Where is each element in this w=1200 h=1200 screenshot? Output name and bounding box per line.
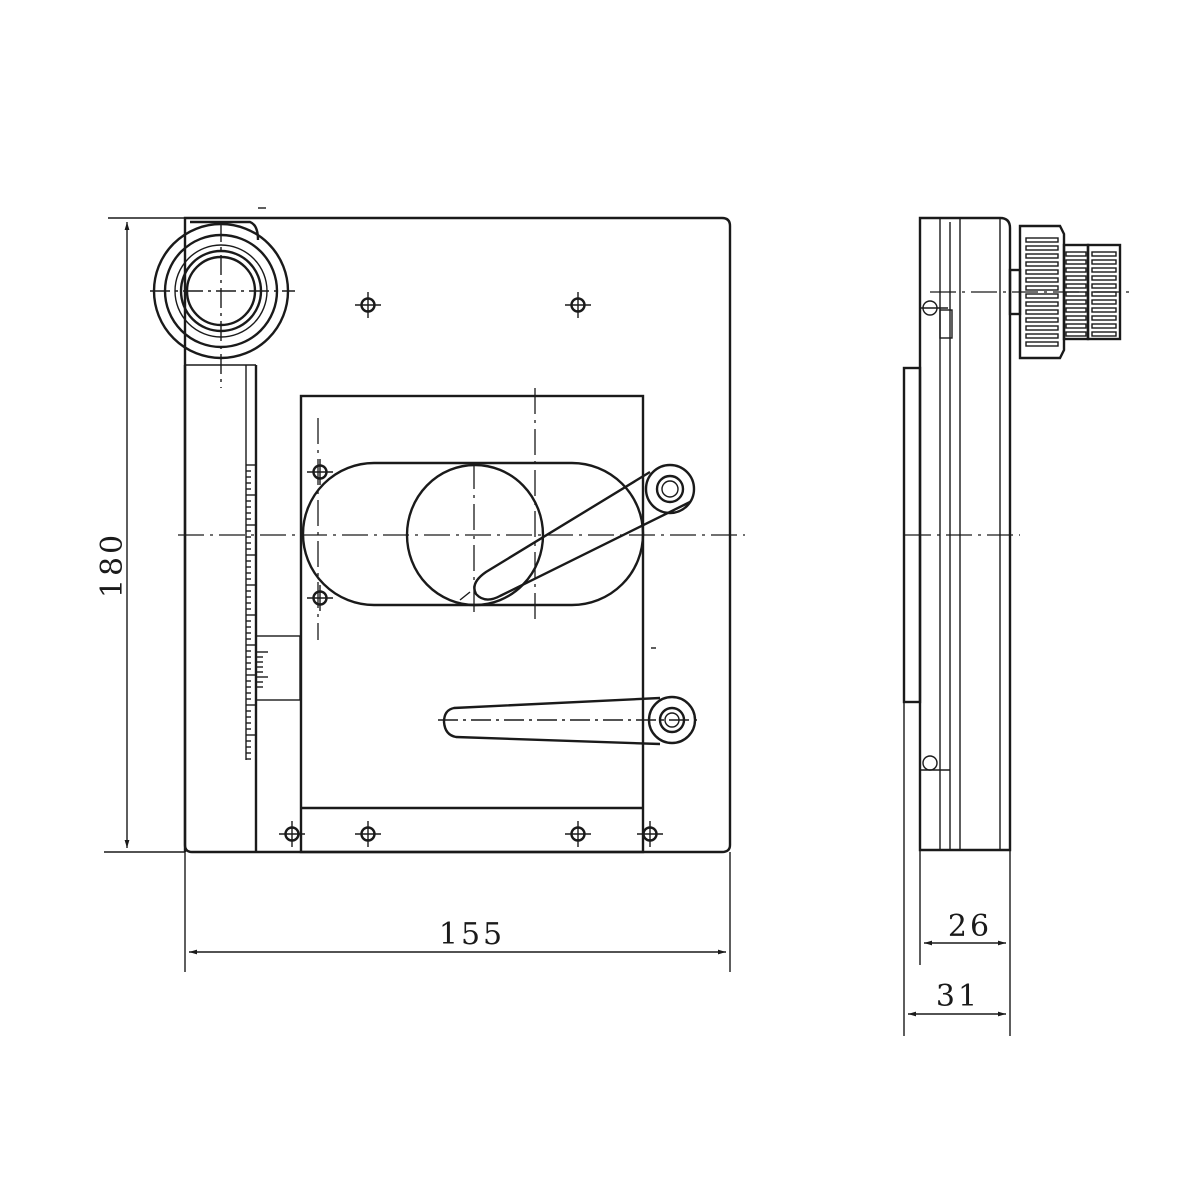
stage-plate [299, 394, 645, 854]
side-body-outline [918, 216, 1012, 852]
side-view [902, 216, 1133, 852]
screw-icon [565, 292, 591, 318]
upper-clip-arm [459, 463, 696, 601]
screw-icon [637, 821, 663, 847]
screw-icon [307, 459, 333, 485]
screw-icon [565, 821, 591, 847]
centre-lines [178, 388, 745, 649]
focus-knob [150, 207, 295, 388]
mounting-screws [279, 292, 663, 847]
screw-icon [355, 292, 381, 318]
side-knob [1008, 224, 1122, 360]
lower-clip-arm [438, 695, 700, 746]
inner-depth-dimension-label: 26 [948, 909, 992, 944]
screw-icon [355, 821, 381, 847]
height-dimension-label: 180 [95, 532, 130, 598]
width-dimension-label: 155 [439, 917, 505, 952]
dimensions: 180 155 26 31 [95, 217, 1011, 1036]
screw-icon [279, 821, 305, 847]
left-rail [183, 364, 258, 852]
front-view [150, 207, 745, 854]
screw-icon [307, 585, 333, 611]
vernier-slider [255, 635, 301, 701]
outer-depth-dimension-label: 31 [936, 979, 980, 1014]
ruler-scale [246, 464, 256, 760]
front-plate-outline [183, 216, 732, 854]
stage-slot [301, 461, 645, 607]
